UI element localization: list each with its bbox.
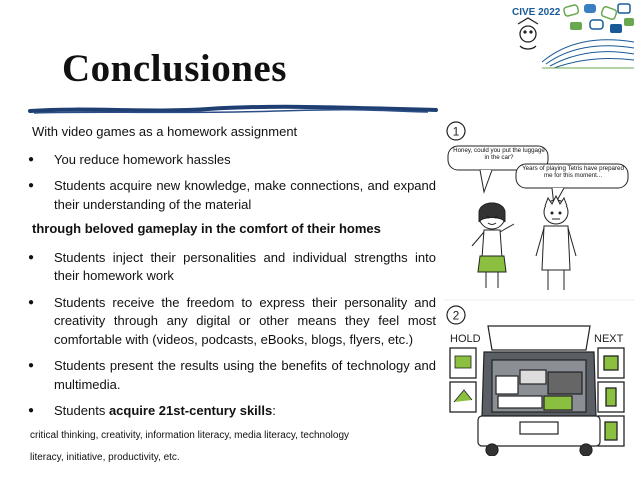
car-trunk: [477, 325, 601, 457]
svg-text:1: 1: [453, 125, 460, 139]
svg-text:2: 2: [453, 309, 460, 323]
bullet-dot-icon: ●: [28, 180, 35, 191]
building-arches: [541, 39, 635, 69]
skills-line: literacy, initiative, productivity, etc.: [30, 451, 180, 463]
cive-2022-logo: CIVE 2022: [506, 2, 636, 80]
title-underline: [28, 104, 438, 114]
hold-label: HOLD: [450, 333, 481, 345]
content-text: With video games as a homework assignmen…: [28, 123, 436, 465]
bullet-item: ● Students acquire new knowledge, make c…: [28, 177, 436, 214]
gamepad-icons: [563, 3, 634, 33]
speech-bubble-2: Years of playing Tetris have prepared me…: [515, 163, 629, 208]
subheading: through beloved gameplay in the comfort …: [32, 221, 381, 236]
next-box: [597, 347, 625, 447]
bullet-dot-icon: ●: [28, 360, 35, 371]
bullet-text: You reduce homework hassles: [54, 151, 231, 167]
intro-text: With video games as a homework assignmen…: [32, 124, 298, 139]
tetris-comic: 1 Honey, could you put the luggage in th…: [444, 120, 634, 457]
hold-box: [449, 347, 477, 413]
bullet-item: ● Students receive the freedom to expres…: [28, 294, 436, 350]
bullet-dot-icon: ●: [28, 153, 35, 165]
bullet-suffix: :: [272, 403, 276, 418]
bullet-dot-icon: ●: [28, 251, 35, 263]
bullet-item: ● Students present the results using the…: [28, 357, 436, 394]
bullet-dot-icon: ●: [28, 405, 35, 416]
bullet-item: ● Students inject their personalities an…: [28, 249, 436, 286]
panel-1-number-icon: 1: [446, 121, 466, 141]
woman-figure: [471, 202, 515, 288]
panel-2-number-icon: 2: [446, 305, 466, 325]
bullet-text: Students acquire new knowledge, make con…: [54, 178, 436, 212]
skills-line: critical thinking, creativity, informati…: [30, 429, 350, 441]
bullet-text: Students receive the freedom to express …: [54, 294, 436, 347]
bullet-prefix: Students: [54, 403, 109, 418]
bullet-text: Students present the results using the b…: [54, 358, 436, 392]
next-label: NEXT: [594, 333, 624, 345]
bullet-text: Students inject their personalities and …: [54, 249, 436, 284]
slide-title: Conclusiones: [62, 47, 287, 90]
logo-text: CIVE 2022: [512, 7, 561, 18]
character-icon: [517, 17, 539, 50]
bullet-dot-icon: ●: [28, 296, 35, 308]
bullet-item: ● You reduce homework hassles: [28, 151, 436, 170]
man-figure: [535, 194, 577, 290]
bullet-item: ● Students acquire 21st-century skills:: [28, 402, 436, 421]
bullet-bold-text: acquire 21st-century skills: [108, 403, 273, 418]
